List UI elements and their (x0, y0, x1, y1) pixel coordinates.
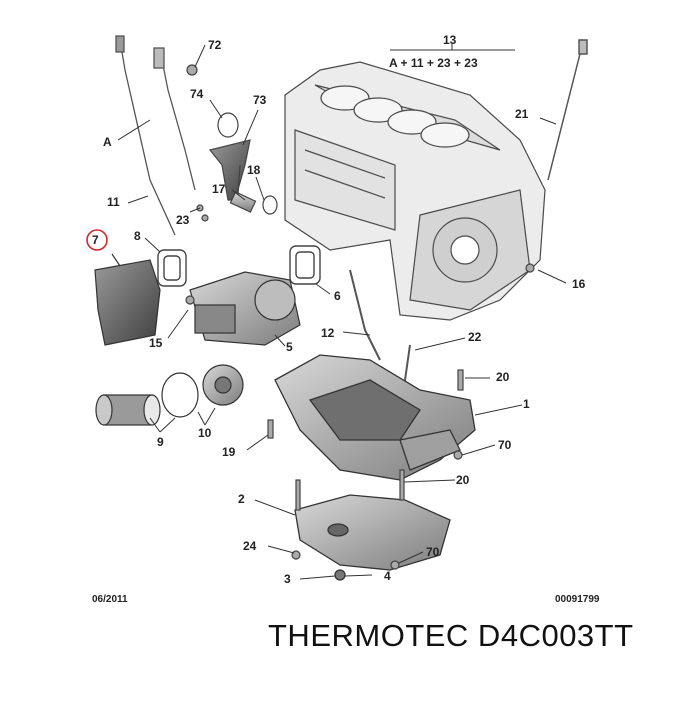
oil-filler-parts (208, 112, 278, 215)
callout-5: 5 (286, 340, 293, 354)
callout-3: 3 (284, 572, 291, 586)
callout-13: 13 (443, 33, 457, 47)
callout-15: 15 (149, 336, 163, 350)
callout-19: 19 (222, 445, 236, 459)
callout-10: 10 (198, 426, 212, 440)
callout-23: 23 (176, 213, 190, 227)
oil-pan-upper (274, 354, 476, 481)
callout-18: 18 (247, 163, 261, 177)
gaskets (157, 245, 321, 287)
callout-4: 4 (384, 569, 391, 583)
callout-20-upper: 20 (496, 370, 510, 384)
callout-7: 7 (92, 233, 99, 247)
leader-lines (117, 44, 567, 580)
oil-pan-lower (294, 494, 451, 581)
callout-20-lower: 20 (456, 473, 470, 487)
callout-21: 21 (515, 107, 529, 121)
bolts (185, 64, 535, 570)
callout-72: 72 (208, 38, 222, 52)
callout-2: 2 (238, 492, 245, 506)
callout-11: 11 (107, 195, 120, 209)
diagram-code: 00091799 (555, 594, 600, 605)
engine-block (284, 61, 546, 321)
oil-filter (95, 364, 244, 426)
callout-6: 6 (334, 289, 341, 303)
callout-16: 16 (572, 277, 586, 291)
callout-73: 73 (253, 93, 267, 107)
callout-74: 74 (190, 87, 204, 101)
callout-24: 24 (243, 539, 257, 553)
callout-22: 22 (468, 330, 482, 344)
dipstick (547, 39, 588, 181)
brand-part-number: THERMOTEC D4C003TT (268, 618, 634, 653)
diagram-date: 06/2011 (92, 594, 128, 605)
oil-cooler-7 (86, 229, 161, 346)
callout-70-lower: 70 (426, 545, 440, 559)
callout-A: A (103, 135, 112, 149)
callout-17: 17 (212, 182, 226, 196)
oil-filter-housing (189, 271, 301, 346)
callout-1: 1 (523, 397, 530, 411)
callout-formula: A + 11 + 23 + 23 (389, 56, 478, 70)
dipstick-tube (115, 35, 196, 236)
callout-8: 8 (134, 229, 141, 243)
callout-12: 12 (321, 326, 335, 340)
callout-70-upper: 70 (498, 438, 512, 452)
callout-9: 9 (157, 435, 164, 449)
